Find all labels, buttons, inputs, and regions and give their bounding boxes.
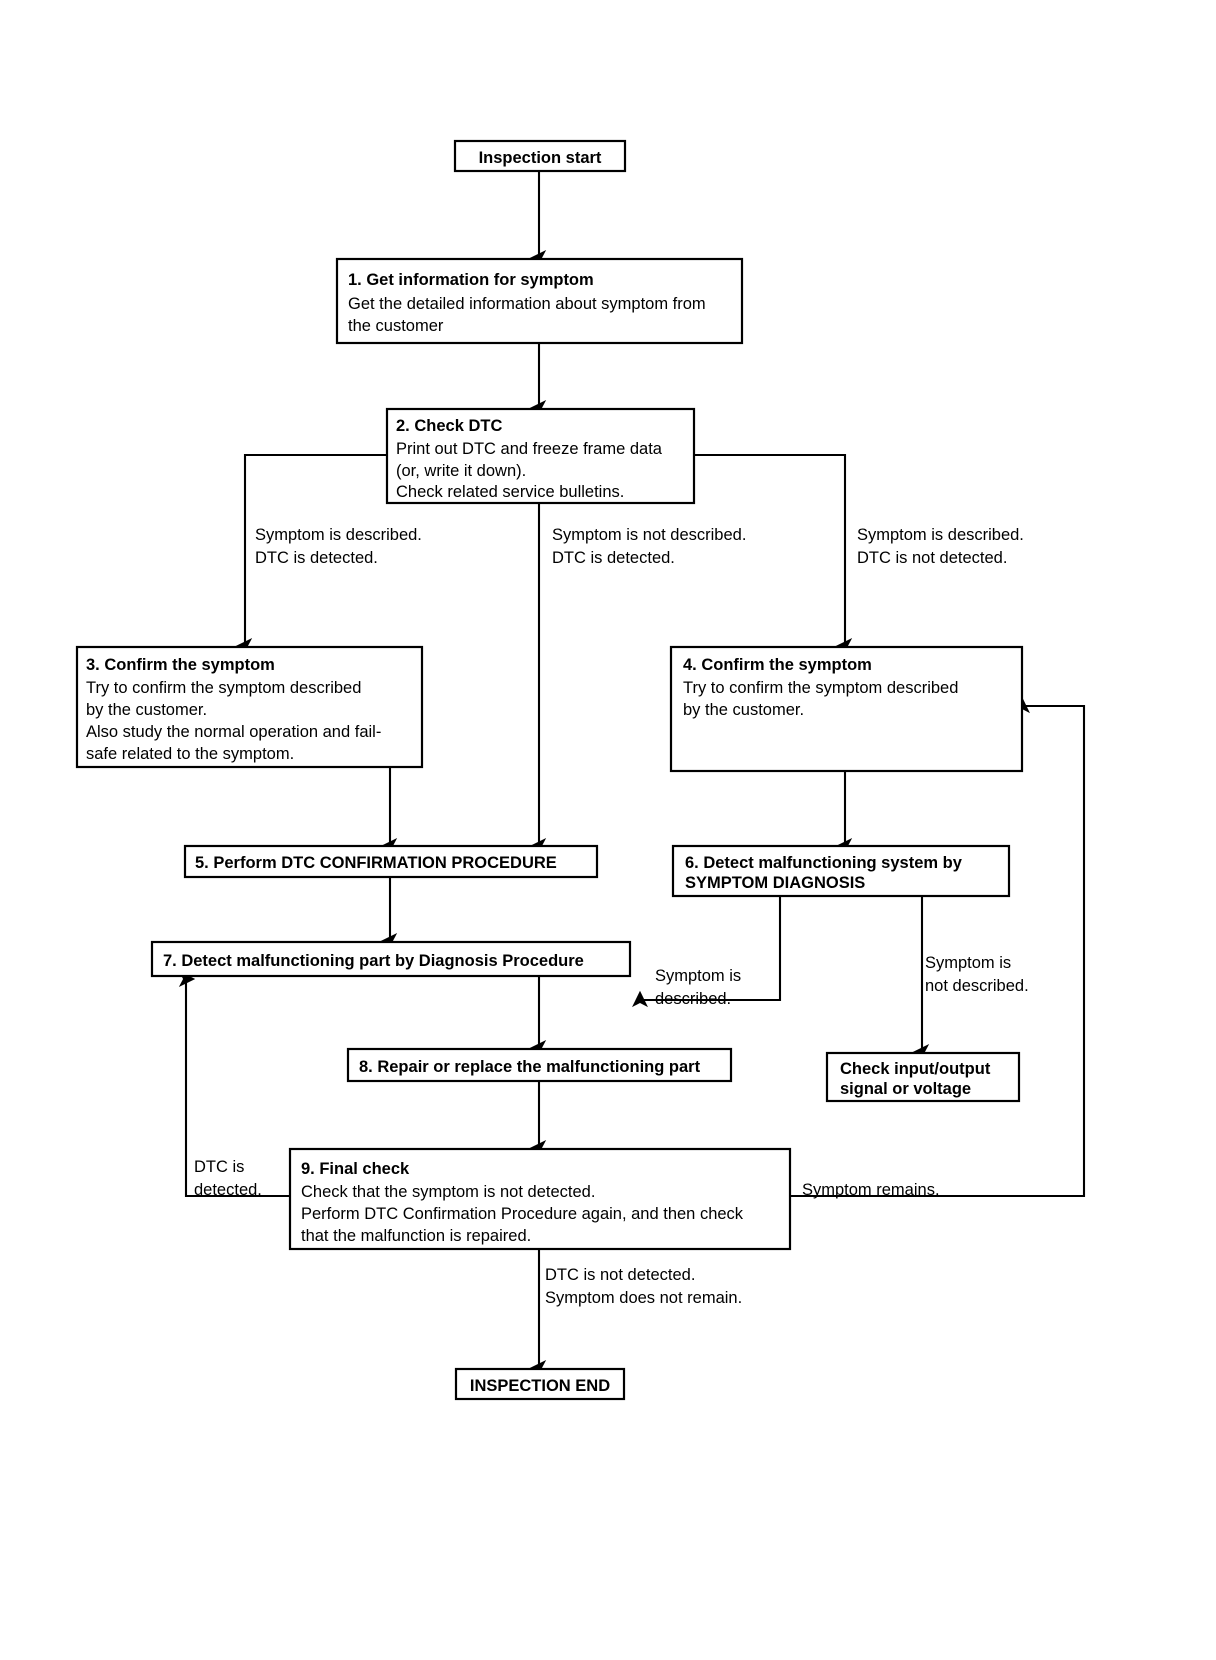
node-inspection-start-box bbox=[453, 139, 627, 173]
edge-label-final-ok-line1: DTC is not detected. bbox=[545, 1266, 695, 1284]
node-step2-heading: 2. Check DTC bbox=[396, 417, 502, 435]
node-step6-box bbox=[671, 844, 1011, 898]
node-step2-line2: (or, write it down). bbox=[396, 462, 526, 480]
edge-label-final-ok-line2: Symptom does not remain. bbox=[545, 1289, 742, 1307]
edge-label-branch-middle-line1: Symptom is not described. bbox=[552, 526, 746, 544]
node-inspection-end-label: INSPECTION END bbox=[470, 1377, 610, 1395]
edge-label-symptom-not-described-line2: not described. bbox=[925, 977, 1029, 995]
node-step3-line4: safe related to the symptom. bbox=[86, 745, 294, 763]
node-step1-box bbox=[335, 257, 744, 345]
edge-9-to-4-loop bbox=[789, 696, 1086, 1198]
node-check-io-box bbox=[825, 1051, 1021, 1103]
node-step9-line2: Perform DTC Confirmation Procedure again… bbox=[301, 1205, 744, 1223]
node-check-io-line2: signal or voltage bbox=[840, 1080, 971, 1098]
edge-label-symptom-not-described-line1: Symptom is bbox=[925, 954, 1011, 972]
node-step3-line3: Also study the normal operation and fail… bbox=[86, 723, 381, 741]
node-step6-heading-line2: SYMPTOM DIAGNOSIS bbox=[685, 874, 865, 892]
node-step5-heading: 5. Perform DTC CONFIRMATION PROCEDURE bbox=[195, 854, 557, 872]
edge-6-to-7 bbox=[632, 893, 782, 1008]
node-step4-line1: Try to confirm the symptom described bbox=[683, 679, 958, 697]
edge-label-branch-left-line1: Symptom is described. bbox=[255, 526, 422, 544]
edge-9-to-7-loop bbox=[178, 971, 290, 1198]
node-step5-box bbox=[183, 844, 599, 879]
node-step6-heading-line1: 6. Detect malfunctioning system by bbox=[685, 854, 963, 872]
node-inspection-start-label: Inspection start bbox=[479, 149, 602, 167]
node-step7-box bbox=[150, 940, 632, 978]
edge-label-symptom-remains: Symptom remains. bbox=[802, 1181, 940, 1199]
node-step9-box bbox=[288, 1147, 792, 1251]
node-step1-heading: 1. Get information for symptom bbox=[348, 271, 594, 289]
node-step7-heading: 7. Detect malfunctioning part by Diagnos… bbox=[163, 952, 584, 970]
node-step9-heading: 9. Final check bbox=[301, 1160, 410, 1178]
edge-label-branch-middle-line2: DTC is detected. bbox=[552, 549, 675, 567]
edge-label-symptom-described-line1: Symptom is bbox=[655, 967, 741, 985]
edge-label-branch-left-line2: DTC is detected. bbox=[255, 549, 378, 567]
edge-label-symptom-described-line2: described. bbox=[655, 990, 731, 1008]
node-step3-line1: Try to confirm the symptom described bbox=[86, 679, 361, 697]
node-step3-line2: by the customer. bbox=[86, 701, 207, 719]
node-check-io-line1: Check input/output bbox=[840, 1060, 991, 1078]
edge-label-branch-right-line1: Symptom is described. bbox=[857, 526, 1024, 544]
edge-label-dtc-detected-line2: detected. bbox=[194, 1181, 262, 1199]
node-step1-line1: Get the detailed information about sympt… bbox=[348, 295, 706, 313]
edge-label-branch-right-line2: DTC is not detected. bbox=[857, 549, 1007, 567]
node-step3-box bbox=[75, 645, 424, 769]
edge-label-dtc-detected-line1: DTC is bbox=[194, 1158, 244, 1176]
node-step8-box bbox=[346, 1047, 733, 1083]
node-step2-line3: Check related service bulletins. bbox=[396, 483, 624, 501]
node-step8-heading: 8. Repair or replace the malfunctioning … bbox=[359, 1058, 701, 1076]
node-step4-line2: by the customer. bbox=[683, 701, 804, 719]
node-step2-line1: Print out DTC and freeze frame data bbox=[396, 440, 663, 458]
node-step9-line3: that the malfunction is repaired. bbox=[301, 1227, 531, 1245]
node-step9-line1: Check that the symptom is not detected. bbox=[301, 1183, 595, 1201]
node-inspection-end-box bbox=[454, 1367, 626, 1401]
node-step4-heading: 4. Confirm the symptom bbox=[683, 656, 872, 674]
node-step4-box bbox=[669, 645, 1024, 773]
node-step3-heading: 3. Confirm the symptom bbox=[86, 656, 275, 674]
node-step2-box bbox=[385, 407, 696, 505]
node-step1-line2: the customer bbox=[348, 317, 444, 335]
